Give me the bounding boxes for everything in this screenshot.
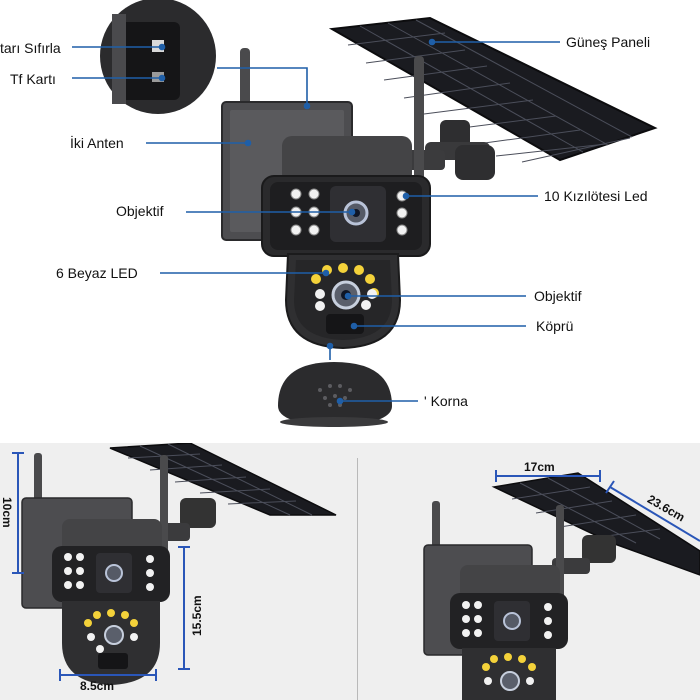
label-horn: ' Korna [424, 393, 468, 409]
right-view-dimensions [495, 470, 700, 542]
bridge-module [326, 314, 364, 334]
camera-main-illustration [72, 0, 658, 427]
label-solar-panel: Güneş Paneli [566, 34, 651, 50]
left-view-dimensions [12, 452, 190, 681]
label-bridge: Köprü [536, 318, 574, 334]
upper-housing [261, 136, 431, 257]
dim-panel-width: 17cm [524, 460, 555, 474]
dim-height-small: 10cm [0, 497, 14, 528]
horn-speaker [278, 362, 392, 427]
dim-height-cam: 15.5cm [190, 595, 204, 636]
label-lens-bottom: Objektif [534, 288, 582, 304]
label-ir-led: 10 Kızılötesi Led [544, 188, 648, 204]
left-view-camera [21, 443, 337, 685]
panel-divider [357, 458, 358, 700]
sd-slot-inset [100, 0, 216, 114]
label-white-led: 6 Beyaz LED [56, 265, 138, 281]
lower-ptz-head [284, 253, 402, 350]
label-antenna: İki Anten [70, 135, 124, 151]
camera-dimension-views [12, 443, 700, 700]
label-lens-top: Objektif [116, 203, 164, 219]
right-view-camera [423, 472, 700, 700]
leader-lines [72, 38, 560, 405]
label-tf-card: Tf Kartı [10, 71, 56, 87]
dim-width-cam: 8.5cm [80, 679, 115, 693]
label-reset: tarı Sıfırla [0, 40, 61, 56]
